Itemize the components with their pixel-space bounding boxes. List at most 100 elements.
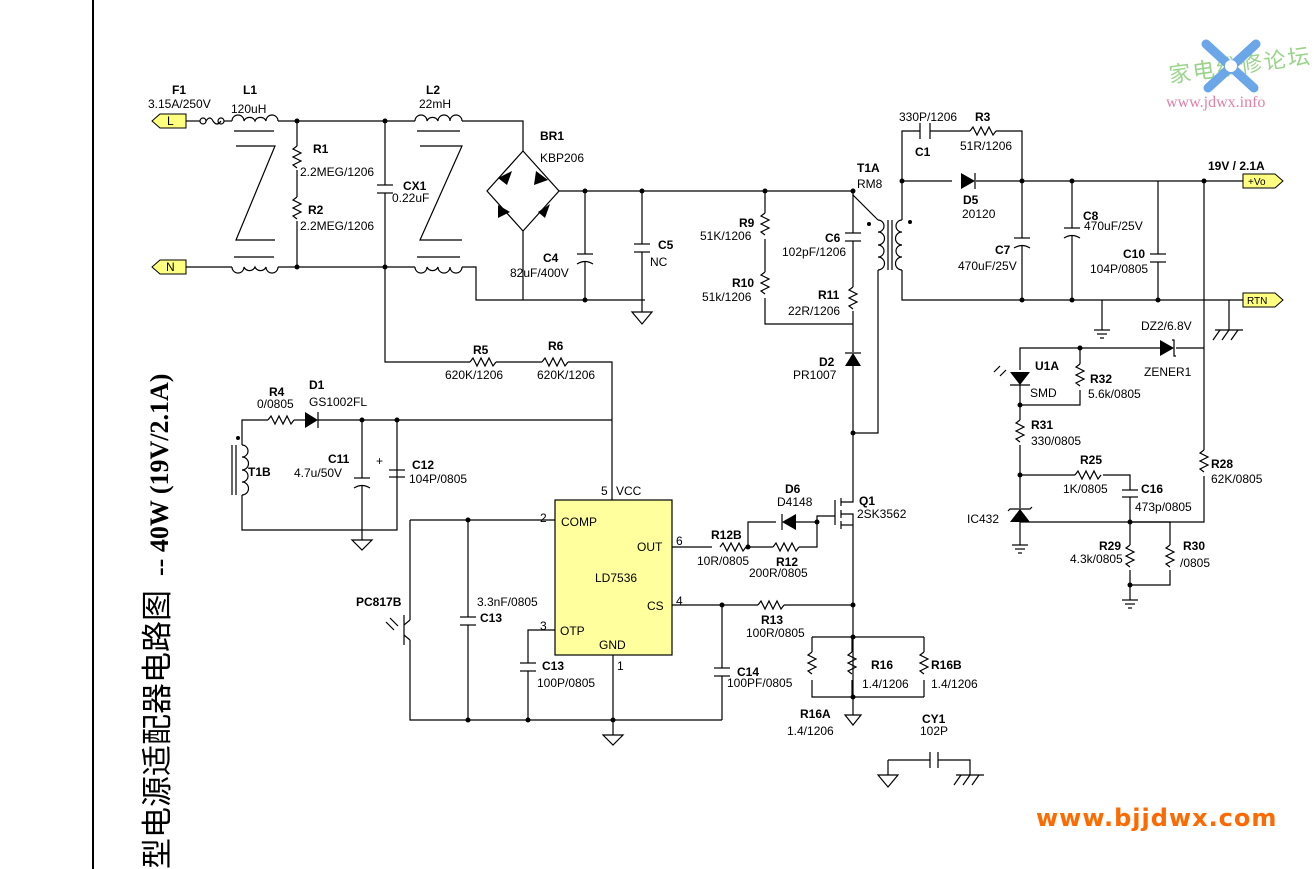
c11-polarity: + bbox=[376, 454, 383, 468]
svg-text:2: 2 bbox=[540, 511, 547, 525]
svg-text:2.2MEG/1206: 2.2MEG/1206 bbox=[300, 219, 374, 233]
svg-text:102P: 102P bbox=[920, 724, 948, 738]
mosfet-q1 bbox=[834, 495, 854, 529]
svg-text:C13: C13 bbox=[542, 659, 564, 673]
resistors bbox=[267, 125, 1210, 675]
svg-text:L: L bbox=[167, 114, 174, 128]
svg-text:C13: C13 bbox=[480, 611, 502, 625]
svg-text:R16A: R16A bbox=[800, 707, 831, 721]
svg-text:D6: D6 bbox=[785, 482, 801, 496]
svg-text:104P/0805: 104P/0805 bbox=[409, 472, 467, 486]
svg-text:L1: L1 bbox=[243, 83, 257, 97]
svg-text:3.3nF/0805: 3.3nF/0805 bbox=[477, 595, 538, 609]
svg-text:R16: R16 bbox=[871, 658, 893, 672]
svg-text:R4: R4 bbox=[269, 385, 285, 399]
svg-text:3: 3 bbox=[540, 619, 547, 633]
svg-text:/0805: /0805 bbox=[1180, 556, 1210, 570]
svg-text:1K/0805: 1K/0805 bbox=[1063, 482, 1108, 496]
diodes bbox=[305, 171, 1176, 530]
svg-text:GND: GND bbox=[599, 638, 626, 652]
svg-text:R12: R12 bbox=[776, 555, 798, 569]
svg-text:C11: C11 bbox=[328, 452, 350, 466]
svg-text:NC: NC bbox=[650, 255, 668, 269]
svg-text:4: 4 bbox=[676, 594, 683, 608]
svg-text:D5: D5 bbox=[963, 193, 979, 207]
svg-text:104P/0805: 104P/0805 bbox=[1090, 262, 1148, 276]
svg-text:PR1007: PR1007 bbox=[793, 368, 837, 382]
port-n: N bbox=[151, 259, 187, 275]
svg-text:2SK3562: 2SK3562 bbox=[857, 507, 907, 521]
svg-text:CX1: CX1 bbox=[403, 179, 427, 193]
svg-text:1: 1 bbox=[617, 659, 624, 673]
svg-text:OUT: OUT bbox=[637, 540, 663, 554]
svg-text:R6: R6 bbox=[548, 339, 564, 353]
svg-text:C4: C4 bbox=[543, 251, 559, 265]
svg-text:C6: C6 bbox=[825, 231, 841, 245]
svg-text:22mH: 22mH bbox=[419, 97, 451, 111]
svg-text:T1B: T1B bbox=[248, 465, 271, 479]
svg-text:100P/0805: 100P/0805 bbox=[537, 676, 595, 690]
svg-text:51K/1206: 51K/1206 bbox=[700, 229, 752, 243]
title-block bbox=[92, 0, 94, 869]
svg-text:VCC: VCC bbox=[616, 484, 642, 498]
svg-text:R31: R31 bbox=[1031, 418, 1053, 432]
svg-text:C14: C14 bbox=[737, 665, 759, 679]
svg-text:51R/1206: 51R/1206 bbox=[960, 139, 1012, 153]
svg-text:D1: D1 bbox=[309, 378, 325, 392]
svg-text:R9: R9 bbox=[739, 216, 755, 230]
svg-text:22R/1206: 22R/1206 bbox=[788, 304, 840, 318]
inductor-l1: L1 120uH bbox=[231, 83, 279, 274]
svg-text:R30: R30 bbox=[1183, 539, 1205, 553]
led-arrows bbox=[993, 365, 1007, 377]
svg-text:N: N bbox=[166, 260, 175, 274]
optocoupler-pc817b bbox=[385, 615, 411, 645]
wires bbox=[186, 120, 1243, 775]
svg-text:IC432: IC432 bbox=[967, 512, 999, 526]
svg-text:R12B: R12B bbox=[711, 528, 742, 542]
svg-text:RM8: RM8 bbox=[857, 177, 883, 191]
svg-text:C7: C7 bbox=[995, 243, 1011, 257]
svg-text:100R/0805: 100R/0805 bbox=[746, 626, 805, 640]
svg-text:1.4/1206: 1.4/1206 bbox=[862, 677, 909, 691]
svg-text:Q1: Q1 bbox=[859, 494, 875, 508]
svg-text:D4148: D4148 bbox=[777, 495, 813, 509]
svg-text:R29: R29 bbox=[1099, 539, 1121, 553]
svg-text:C8: C8 bbox=[1083, 209, 1099, 223]
svg-text:R13: R13 bbox=[761, 613, 783, 627]
svg-text:470uF/25V: 470uF/25V bbox=[1084, 219, 1143, 233]
svg-text:100PF/0805: 100PF/0805 bbox=[727, 676, 793, 690]
svg-text:ZENER1: ZENER1 bbox=[1144, 365, 1192, 379]
svg-text:R11: R11 bbox=[818, 288, 840, 302]
svg-text:0/0805: 0/0805 bbox=[257, 397, 294, 411]
svg-text:0.22uF: 0.22uF bbox=[392, 191, 429, 205]
svg-text:R28: R28 bbox=[1211, 457, 1233, 471]
svg-text:330/0805: 330/0805 bbox=[1031, 434, 1081, 448]
svg-text:R10: R10 bbox=[732, 276, 754, 290]
svg-text:620K/1206: 620K/1206 bbox=[537, 368, 595, 382]
svg-text:473p/0805: 473p/0805 bbox=[1135, 500, 1192, 514]
svg-text:F1: F1 bbox=[172, 83, 186, 97]
capacitors bbox=[353, 123, 1166, 768]
svg-text:330P/1206: 330P/1206 bbox=[899, 110, 957, 124]
svg-text:OTP: OTP bbox=[560, 624, 585, 638]
transformer-t1a bbox=[867, 219, 912, 271]
fuse-f1: F1 3.15A/250V bbox=[148, 83, 225, 125]
svg-text:470uF/25V: 470uF/25V bbox=[958, 259, 1017, 273]
svg-text:L2: L2 bbox=[426, 83, 440, 97]
svg-text:1.4/1206: 1.4/1206 bbox=[787, 724, 834, 738]
svg-text:R25: R25 bbox=[1080, 453, 1102, 467]
svg-text:102pF/1206: 102pF/1206 bbox=[782, 245, 846, 259]
svg-text:3.15A/250V: 3.15A/250V bbox=[148, 97, 211, 111]
svg-text:DZ2/6.8V: DZ2/6.8V bbox=[1141, 319, 1192, 333]
svg-text:SMD: SMD bbox=[1030, 386, 1057, 400]
svg-text:R1: R1 bbox=[313, 142, 329, 156]
svg-text:GS1002FL: GS1002FL bbox=[309, 395, 367, 409]
svg-text:BR1: BR1 bbox=[540, 129, 564, 143]
svg-text:C5: C5 bbox=[658, 238, 674, 252]
svg-text:5: 5 bbox=[601, 484, 608, 498]
svg-text:C10: C10 bbox=[1123, 247, 1145, 261]
svg-text:T1A: T1A bbox=[857, 161, 880, 175]
svg-text:2.2MEG/1206: 2.2MEG/1206 bbox=[300, 165, 374, 179]
svg-text:LD7536: LD7536 bbox=[595, 571, 637, 585]
